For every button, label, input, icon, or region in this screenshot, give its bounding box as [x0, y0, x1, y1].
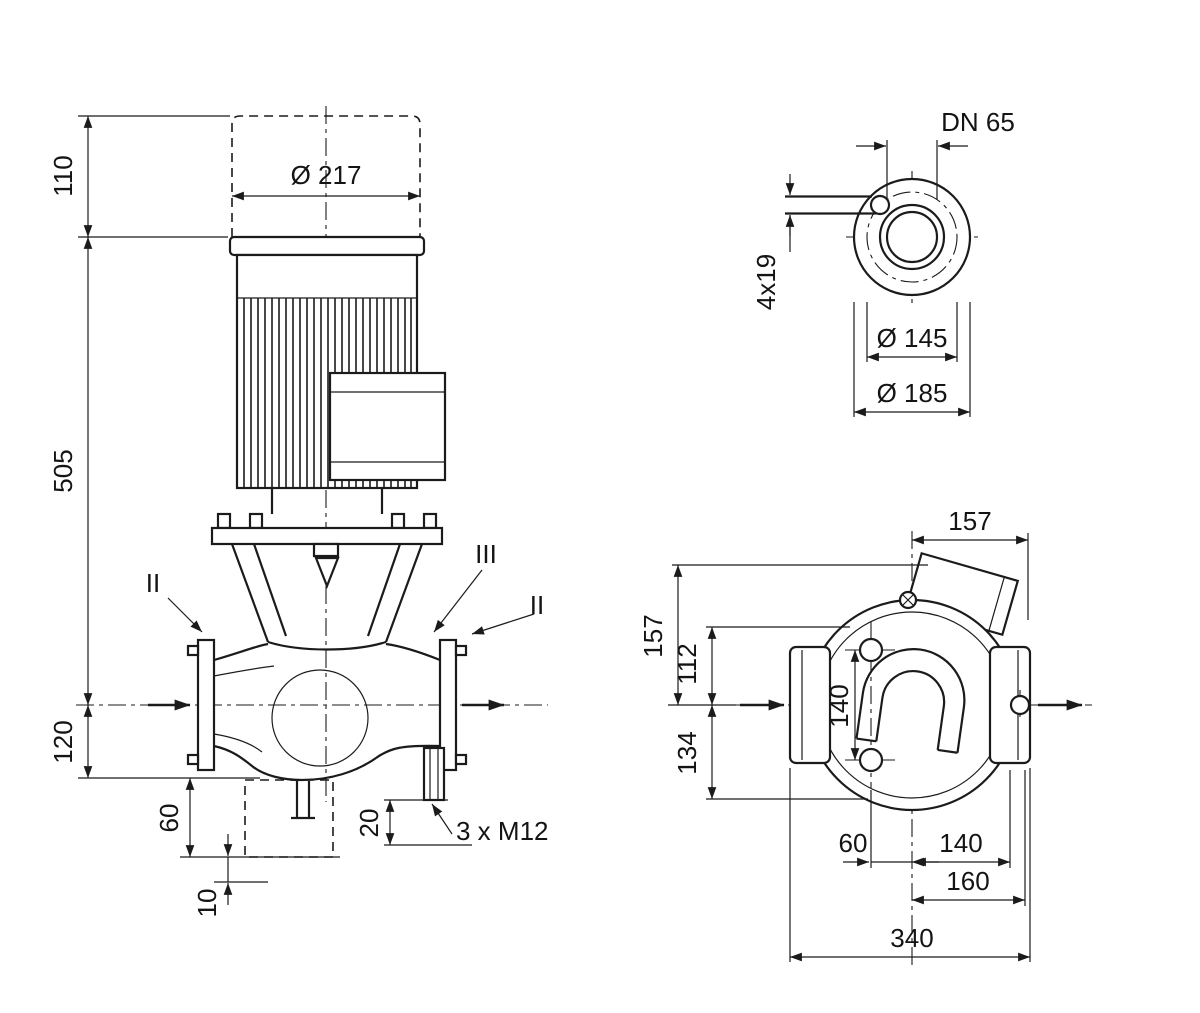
dim-4x19-label: 4x19: [751, 254, 781, 310]
bolt: [248, 512, 264, 530]
dim-110-label: 110: [48, 155, 78, 196]
gauge-port: [1009, 694, 1031, 716]
raised-face-circle: [878, 203, 946, 271]
bolt: [390, 512, 406, 530]
lantern: [230, 543, 424, 643]
motor-phantom-outline: [231, 115, 421, 237]
bore-circle: [885, 210, 939, 264]
dim-v140-label: 140: [824, 684, 854, 727]
dim-top-157-label: 157: [948, 506, 991, 536]
shaft-end: [314, 556, 340, 590]
pump-foot: [422, 746, 446, 802]
volute-top: [267, 640, 387, 651]
bolt-circle: [866, 191, 958, 283]
dim-120-label: 120: [48, 720, 78, 763]
dim-112-label: 112: [672, 643, 702, 684]
drain-plug: [291, 781, 315, 820]
fan-cover: [228, 235, 426, 257]
discharge-flange: [438, 638, 458, 772]
base-phantom: [244, 779, 334, 858]
dim-b140-label: 140: [939, 828, 982, 858]
dim-505-label: 505: [48, 449, 78, 492]
suction-flange: [196, 638, 216, 772]
dim-134-label: 134: [672, 731, 702, 774]
section-ii-left-label: II: [146, 568, 160, 598]
m12-leader: [431, 803, 453, 835]
bolt: [216, 512, 232, 530]
flange-bolt: [454, 644, 468, 657]
dim-185-label: Ø 185: [877, 378, 948, 408]
shaft-hub: [312, 542, 340, 558]
bolt: [422, 512, 438, 530]
flange-detail-view: DN 65 4x19 Ø 145 Ø 185: [751, 107, 1015, 417]
volute-inner-contour: [271, 669, 369, 767]
dim-dn65-label: DN 65: [941, 107, 1015, 137]
foot-bolt-hole: [858, 747, 884, 773]
plan-view: 157 157 112 134 140 60 140 160 340: [638, 506, 1092, 967]
section-iii-label: III: [475, 539, 497, 569]
section-ii-left-leader: [167, 597, 203, 633]
foot-bolt-hole: [858, 637, 884, 663]
terminal-box: [328, 371, 447, 482]
dim-m12-label: 3 x M12: [456, 816, 549, 846]
front-view: 110 505 120 60 10 20 Ø 217 3 x M12 II II…: [48, 106, 549, 917]
plan-suction-flange: [788, 645, 832, 765]
dim-60-label: 60: [154, 804, 184, 833]
section-ii-right-label: II: [530, 590, 544, 620]
section-iii-leader: [433, 569, 483, 633]
dim-145-label: Ø 145: [877, 323, 948, 353]
flange-bolt: [186, 644, 200, 657]
section-ii-right-leader: [471, 613, 535, 635]
bolt-hole: [869, 194, 891, 216]
volute-bottom: [213, 744, 441, 782]
dim-b340-label: 340: [890, 923, 933, 953]
bolt-hole-projection: [785, 195, 876, 215]
dim-b60-label: 60: [839, 828, 868, 858]
flange-bolt: [454, 753, 468, 766]
flange-bolt: [186, 753, 200, 766]
dim-10-label: 10: [192, 889, 222, 918]
dim-left-157-label: 157: [638, 614, 668, 657]
motor-stool-plate: [210, 526, 444, 546]
bracket-window: [855, 648, 966, 754]
dim-217-label: Ø 217: [291, 160, 362, 190]
dim-20-label: 20: [354, 809, 384, 838]
dim-b160-label: 160: [946, 866, 989, 896]
